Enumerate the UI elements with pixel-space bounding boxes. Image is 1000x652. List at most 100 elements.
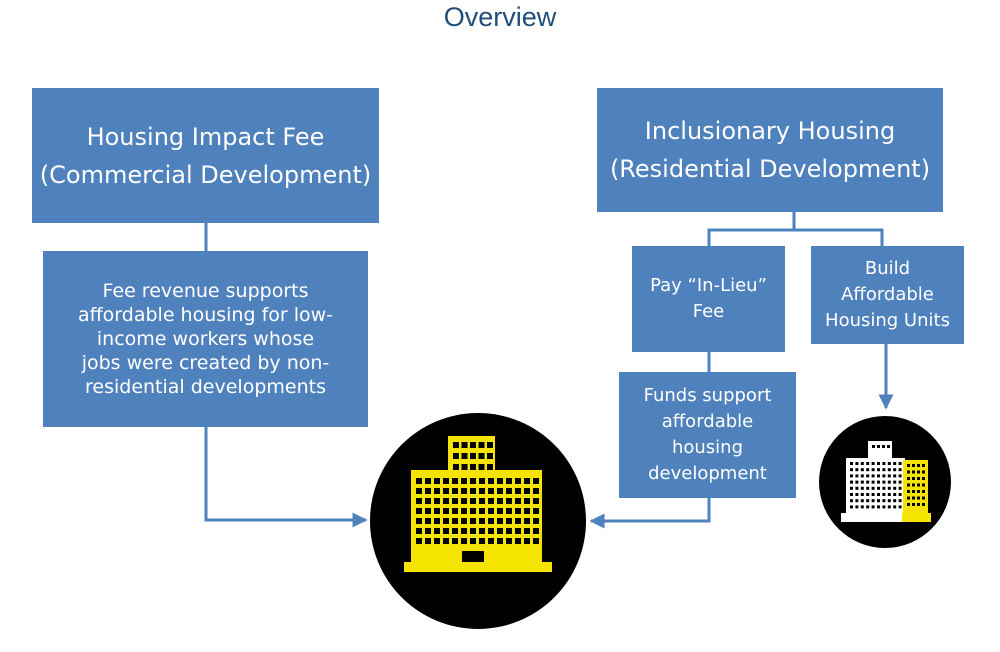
- window-pane: [506, 538, 512, 544]
- window-pane: [922, 483, 925, 487]
- window-pane: [860, 493, 864, 496]
- window-pane: [506, 478, 512, 484]
- window-pane: [912, 464, 915, 467]
- window-pane: [860, 480, 864, 484]
- window-pane: [871, 468, 875, 472]
- window-pane: [425, 528, 431, 534]
- inclusionary-housing-box: Inclusionary Housing (Residential Develo…: [597, 88, 943, 212]
- window-pane: [453, 442, 459, 448]
- box-label: affordable: [661, 411, 754, 432]
- window-pane: [887, 474, 891, 478]
- box-label: residential developments: [85, 376, 326, 398]
- window-pane: [917, 464, 920, 467]
- window-pane: [893, 480, 897, 484]
- window-pane: [882, 480, 886, 484]
- window-pane: [497, 478, 503, 484]
- window-pane: [488, 538, 494, 544]
- window-pane: [434, 498, 440, 504]
- window-pane: [893, 493, 897, 496]
- window-pane: [871, 486, 875, 490]
- window-pane: [443, 488, 449, 494]
- window-pane: [488, 488, 494, 494]
- window-pane: [887, 480, 891, 484]
- window-pane: [912, 490, 915, 493]
- window-pane: [922, 496, 925, 500]
- funds-support-box: Funds support affordable housing develop…: [619, 372, 796, 498]
- window-pane: [898, 499, 902, 503]
- window-pane: [416, 518, 422, 524]
- office-building-icon: [370, 413, 586, 629]
- window-pane: [488, 498, 494, 504]
- window-pane: [524, 528, 530, 534]
- window-pane: [882, 493, 886, 496]
- window-pane: [488, 518, 494, 524]
- box-label: (Residential Development): [609, 155, 931, 183]
- window-pane: [470, 488, 476, 494]
- window-pane: [882, 505, 886, 509]
- window-pane: [506, 528, 512, 534]
- window-pane: [461, 442, 468, 448]
- window-pane: [524, 538, 530, 544]
- window-pane: [461, 478, 467, 484]
- window-pane: [478, 442, 485, 448]
- window-pane: [434, 518, 440, 524]
- window-pane: [855, 486, 859, 490]
- box-label: Fee: [692, 301, 725, 322]
- box-label: Fee revenue supports: [102, 280, 309, 302]
- window-pane: [898, 480, 902, 484]
- window-pane: [515, 488, 521, 494]
- window-pane: [416, 478, 422, 484]
- box-label: Funds support: [643, 385, 772, 406]
- window-pane: [434, 488, 440, 494]
- window-pane: [893, 468, 897, 472]
- window-pane: [461, 538, 467, 544]
- window-pane: [887, 462, 891, 465]
- window-pane: [470, 528, 476, 534]
- connector-arrow: [589, 498, 711, 529]
- window-pane: [515, 508, 521, 514]
- window-pane: [907, 477, 910, 480]
- window-pane: [877, 486, 880, 490]
- window-pane: [470, 442, 476, 448]
- window-pane: [497, 528, 503, 534]
- window-pane: [871, 462, 875, 465]
- window-pane: [524, 488, 530, 494]
- window-pane: [452, 498, 458, 504]
- window-pane: [866, 468, 870, 472]
- box-label: housing: [671, 437, 744, 458]
- window-pane: [877, 468, 880, 472]
- window-pane: [470, 508, 476, 514]
- window-pane: [416, 498, 422, 504]
- window-pane: [425, 518, 431, 524]
- window-pane: [866, 462, 870, 465]
- window-pane: [912, 483, 915, 487]
- window-pane: [855, 462, 859, 465]
- box-label: income workers whose: [96, 328, 315, 350]
- window-pane: [506, 498, 512, 504]
- page-title: Overview: [443, 2, 557, 32]
- window-pane: [461, 464, 468, 470]
- window-pane: [524, 508, 530, 514]
- window-pane: [515, 518, 521, 524]
- window-pane: [461, 488, 467, 494]
- window-pane: [478, 453, 485, 459]
- window-pane: [877, 480, 880, 484]
- window-pane: [443, 498, 449, 504]
- window-pane: [866, 499, 870, 503]
- window-pane: [898, 505, 902, 509]
- window-pane: [470, 478, 476, 484]
- window-pane: [877, 445, 880, 448]
- window-pane: [850, 486, 853, 490]
- window-pane: [866, 474, 870, 478]
- window-pane: [850, 499, 853, 503]
- window-pane: [912, 477, 915, 480]
- window-pane: [443, 508, 449, 514]
- window-pane: [487, 453, 493, 459]
- window-pane: [434, 478, 440, 484]
- window-pane: [855, 480, 859, 484]
- window-pane: [470, 453, 476, 459]
- window-pane: [452, 518, 458, 524]
- window-pane: [416, 488, 422, 494]
- window-pane: [882, 499, 886, 503]
